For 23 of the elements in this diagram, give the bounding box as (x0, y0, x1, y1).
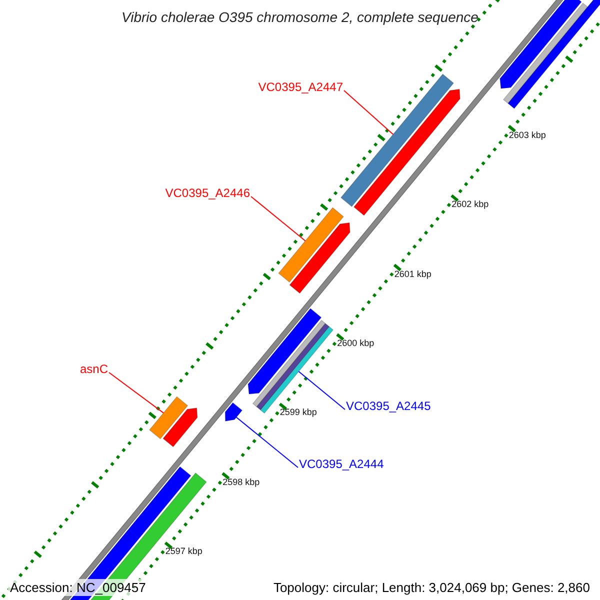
tick-label: 2602 kbp (452, 199, 489, 210)
tick-label: 2603 kbp (508, 130, 546, 140)
gene-bar (149, 396, 188, 440)
leader-line (298, 370, 346, 410)
title: Vibrio cholerae O395 chromosome 2, complete sequence (120, 9, 480, 25)
leader-line (344, 90, 394, 135)
leader-line (250, 196, 306, 242)
gene-label: VC0395_A2445 (346, 399, 431, 413)
footer-text: Accession: NC_009457 (8, 579, 148, 596)
gene-label: VC0395_A2446 (165, 186, 250, 200)
gene-label: VC0395_A2444 (299, 457, 384, 471)
gene-label: VC0395_A2447 (258, 80, 343, 94)
tick-label: 2599 kbp (280, 407, 317, 418)
tick-label: 2598 kbp (222, 476, 260, 487)
tick-label: 2597 kbp (165, 546, 202, 556)
tick-label: 2601 kbp (394, 268, 432, 278)
gene-label: asnC (80, 362, 108, 376)
leader-line (108, 372, 164, 414)
gene-bar (278, 207, 344, 283)
tick-label: 2600 kbp (337, 338, 374, 348)
leader-line (236, 416, 298, 468)
gene-bar (224, 402, 243, 422)
gene-bar (340, 74, 454, 207)
